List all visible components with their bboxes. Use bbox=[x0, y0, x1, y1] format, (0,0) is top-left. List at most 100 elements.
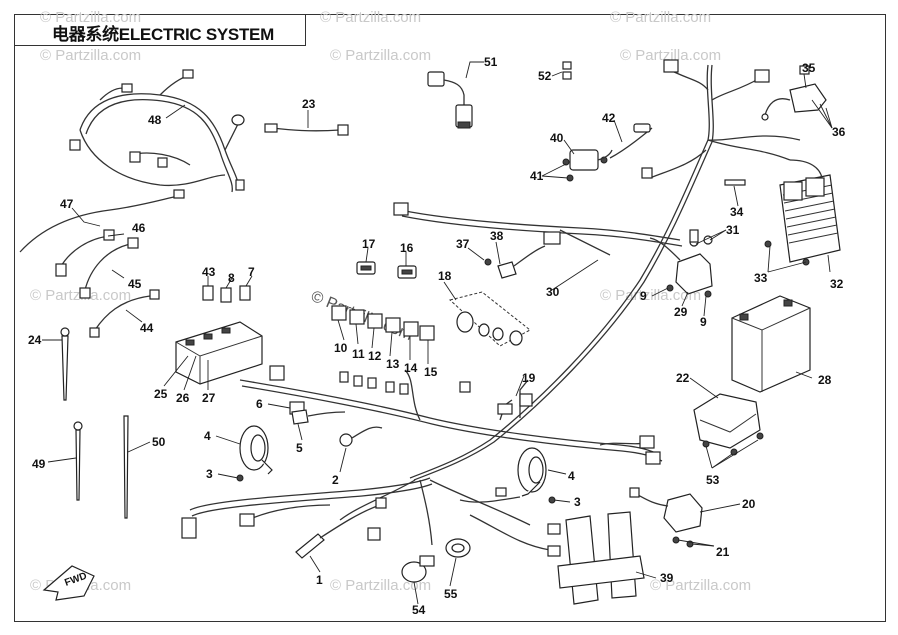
callout-label: 39 bbox=[660, 571, 674, 585]
callout-label: 47 bbox=[60, 197, 74, 211]
callout-label: 38 bbox=[490, 229, 504, 243]
part-2-sensor bbox=[339, 426, 383, 447]
title-box bbox=[14, 14, 306, 46]
part-54-bulb bbox=[401, 555, 435, 583]
watermark: © Partzilla.com bbox=[40, 9, 141, 26]
callout-label: 2 bbox=[332, 473, 339, 487]
callout-label: 3 bbox=[574, 495, 581, 509]
part-55-socket bbox=[445, 538, 471, 558]
diagram-frame bbox=[14, 14, 886, 622]
part-42-lead bbox=[609, 123, 653, 159]
callout-label: 50 bbox=[152, 435, 166, 449]
sub-harness-48 bbox=[69, 69, 245, 193]
callout-label: 19 bbox=[522, 371, 536, 385]
callout-label: 12 bbox=[368, 349, 382, 363]
callout-label: 34 bbox=[730, 205, 744, 219]
part-1-sensor bbox=[295, 497, 387, 559]
callout-label: 55 bbox=[444, 587, 458, 601]
fuse-box bbox=[175, 285, 263, 385]
part-39-strap bbox=[557, 511, 645, 605]
callout-label: 33 bbox=[754, 271, 768, 285]
part-20-module bbox=[629, 487, 703, 548]
callout-numbers: 51 52 35 36 23 48 42 40 41 34 31 33 32 4… bbox=[28, 55, 846, 617]
watermark: © Partzilla.com bbox=[40, 47, 141, 64]
callout-label: 48 bbox=[148, 113, 162, 127]
harness-connectors bbox=[181, 59, 770, 557]
callout-label: 43 bbox=[202, 265, 216, 279]
callout-label: 46 bbox=[132, 221, 146, 235]
callout-label: 20 bbox=[742, 497, 756, 511]
part-47-lead bbox=[19, 189, 185, 253]
part-18-kit bbox=[448, 291, 531, 347]
watermark: © Partzilla.com bbox=[610, 9, 711, 26]
part-49-tie bbox=[73, 421, 83, 501]
callout-label: 31 bbox=[726, 223, 740, 237]
callout-label: 25 bbox=[154, 387, 168, 401]
callout-label: 51 bbox=[484, 55, 498, 69]
part-4-horn-left bbox=[236, 425, 273, 482]
callout-label: 53 bbox=[706, 473, 720, 487]
callout-label: 27 bbox=[202, 391, 216, 405]
fwd-arrow: FWD bbox=[42, 565, 95, 601]
part-44-lead bbox=[89, 289, 160, 338]
part-51-connector bbox=[427, 71, 473, 129]
callout-label: 36 bbox=[832, 125, 846, 139]
callout-label: 10 bbox=[334, 341, 348, 355]
callout-label: 4 bbox=[568, 469, 575, 483]
callout-label: 4 bbox=[204, 429, 211, 443]
callout-label: 45 bbox=[128, 277, 142, 291]
part-40-relay bbox=[562, 149, 613, 182]
watermark: © Partzilla.com bbox=[600, 287, 701, 304]
part-23-sensor-lead bbox=[264, 123, 349, 136]
callout-label: 29 bbox=[674, 305, 688, 319]
part-46-lead bbox=[55, 229, 115, 277]
callout-label: 54 bbox=[412, 603, 426, 617]
part-22-bracket bbox=[693, 393, 764, 456]
watermark: © Partzilla.com bbox=[650, 577, 751, 594]
callout-label: 8 bbox=[228, 271, 235, 285]
callout-label: 22 bbox=[676, 371, 690, 385]
callout-label: 7 bbox=[248, 265, 255, 279]
callout-label: 49 bbox=[32, 457, 46, 471]
callout-label: 42 bbox=[602, 111, 616, 125]
callout-label: 14 bbox=[404, 361, 418, 375]
callout-label: 32 bbox=[830, 277, 844, 291]
page-title: 电器系统ELECTRIC SYSTEM bbox=[52, 25, 274, 44]
main-wire-harness bbox=[189, 64, 801, 551]
callout-label: 1 bbox=[316, 573, 323, 587]
callout-label: 16 bbox=[400, 241, 414, 255]
callout-label: 52 bbox=[538, 69, 552, 83]
callout-label: 26 bbox=[176, 391, 190, 405]
part-38-sensor bbox=[484, 231, 561, 279]
callout-label: 28 bbox=[818, 373, 832, 387]
part-35-ignition-coil bbox=[761, 65, 827, 121]
callout-label: 9 bbox=[640, 289, 647, 303]
watermark: © Partzilla.com bbox=[330, 577, 431, 594]
callout-label: 35 bbox=[802, 61, 816, 75]
callout-label: 24 bbox=[28, 333, 42, 347]
part-34-strip bbox=[724, 179, 746, 186]
callout-label: 3 bbox=[206, 467, 213, 481]
callout-label: 23 bbox=[302, 97, 316, 111]
part-45-lead bbox=[79, 237, 139, 299]
part-52-clips bbox=[562, 61, 572, 80]
callout-label: 17 bbox=[362, 237, 376, 251]
part-4-horn-right bbox=[517, 447, 556, 504]
callout-label: 30 bbox=[546, 285, 560, 299]
callout-label: 18 bbox=[438, 269, 452, 283]
part-32-regulator bbox=[764, 159, 841, 266]
part-24-tie bbox=[60, 327, 70, 401]
relay-cluster bbox=[331, 305, 435, 341]
part-17-switch bbox=[356, 261, 376, 275]
part-29-starter-relay bbox=[649, 235, 713, 298]
callout-label: 11 bbox=[352, 347, 365, 361]
leader-lines bbox=[42, 61, 833, 605]
watermark: © Partzilla.com bbox=[320, 9, 421, 26]
callout-label: 21 bbox=[716, 545, 730, 559]
callout-label: 41 bbox=[530, 169, 544, 183]
part-50-tie bbox=[123, 415, 129, 519]
callout-label: 5 bbox=[296, 441, 303, 455]
watermark: © Partzilla.com bbox=[330, 47, 431, 64]
callout-label: 15 bbox=[424, 365, 438, 379]
